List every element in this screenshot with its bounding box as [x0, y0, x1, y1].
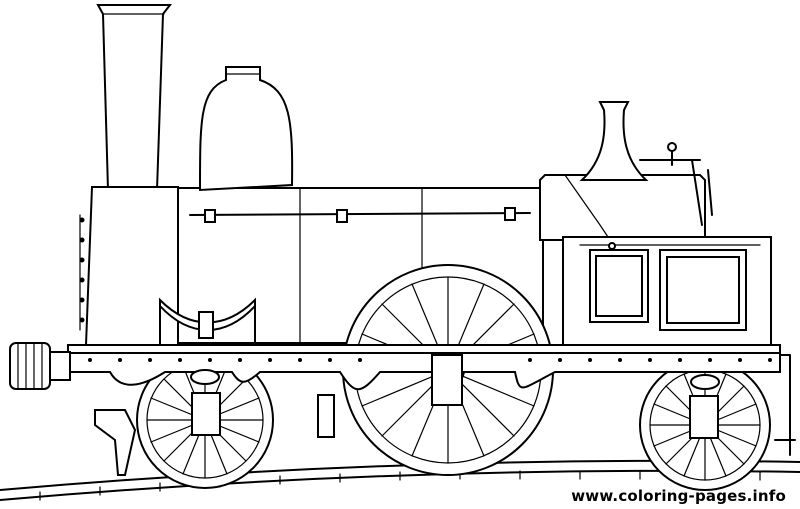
front-guard [94, 409, 137, 476]
frame [67, 344, 781, 439]
steam-dome [198, 66, 294, 192]
smokestack [96, 4, 173, 191]
front-buffer [9, 342, 71, 390]
smokebox [79, 186, 184, 346]
firebox [539, 101, 713, 241]
rear-coupling [774, 354, 796, 456]
cab [562, 236, 772, 348]
watermark: www.coloring-pages.info [571, 487, 786, 505]
